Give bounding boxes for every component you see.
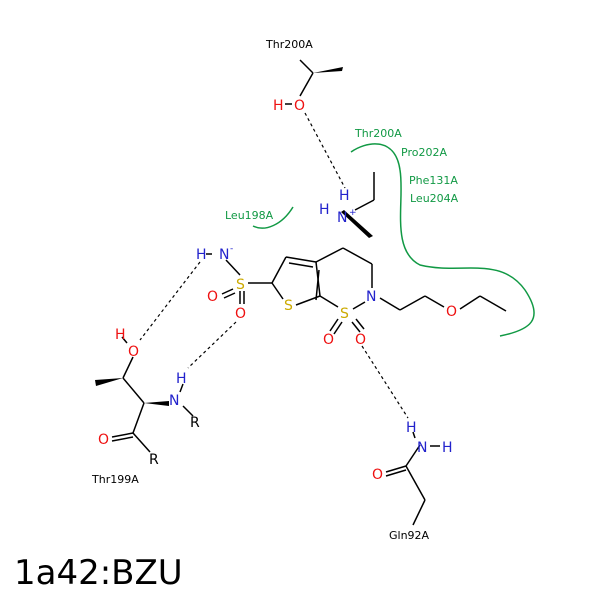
hbond-thr200-oh <box>304 112 346 189</box>
atom-h-gln92-right: H <box>442 440 453 456</box>
hbond-sulfonyl-gln92-nh <box>361 345 409 419</box>
residue-label-gln92: Gln92A <box>389 529 430 542</box>
diagram-title: 1a42:BZU <box>14 553 183 593</box>
atom-h-thr199-nh: H <box>176 371 187 387</box>
atom-r-thr199-c: R <box>149 452 159 468</box>
atom-h-ammonium-top: H <box>339 188 350 204</box>
atom-s-sulfonamide: S <box>236 277 245 293</box>
atom-o-sulfonamide-left: O <box>207 289 218 305</box>
atom-h-ammonium-left: H <box>319 202 330 218</box>
hydrophobic-arc-large <box>350 143 535 337</box>
hbond-sulfonyl-thr199-nh <box>187 321 237 369</box>
hbond-sulfonamide-thr199-oh <box>139 261 201 341</box>
hydrophobic-arc-leu198 <box>252 206 294 229</box>
atom-o-sulfonyl-left: O <box>323 332 334 348</box>
residue-label-thr200-top: Thr200A <box>265 38 313 51</box>
charge-plus: + <box>349 208 357 218</box>
hydrophobic-contact-pro202: Pro202A <box>401 146 447 159</box>
hydrophobic-contact-leu204: Leu204A <box>410 192 459 205</box>
atom-h-gln92-top: H <box>406 420 417 436</box>
hydrophobic-contact-phe131: Phe131A <box>409 174 458 187</box>
atom-s-thiophene: S <box>284 298 293 314</box>
atom-h-thr199-oh: H <box>115 327 126 343</box>
atom-h-sulfonamide: H <box>196 247 207 263</box>
ligand-bonds <box>95 59 507 526</box>
atom-o-thr200: O <box>294 98 305 114</box>
atom-o-ether: O <box>446 304 457 320</box>
atom-n-ring: N <box>366 289 376 305</box>
atom-r-thr199-n: R <box>190 415 200 431</box>
atom-n-ammonium: N <box>337 210 347 226</box>
atom-o-gln92: O <box>372 467 383 483</box>
atom-n-sulfonamide: N <box>219 247 229 263</box>
atom-o-sulfonyl-right: O <box>355 332 366 348</box>
hydrophobic-contact-thr200: Thr200A <box>354 127 402 140</box>
atom-n-gln92: N <box>417 440 427 456</box>
charge-minus: - <box>230 244 233 254</box>
atom-n-thr199: N <box>169 393 179 409</box>
atom-s-sulfonyl: S <box>340 306 349 322</box>
atom-h-thr200: H <box>273 98 284 114</box>
atom-o-thr199: O <box>128 344 139 360</box>
residue-label-leu198: Leu198A <box>225 209 274 222</box>
residue-label-thr199: Thr199A <box>91 473 139 486</box>
atom-o-thr199-carbonyl: O <box>98 432 109 448</box>
atom-o-sulfonamide-bottom: O <box>235 306 246 322</box>
